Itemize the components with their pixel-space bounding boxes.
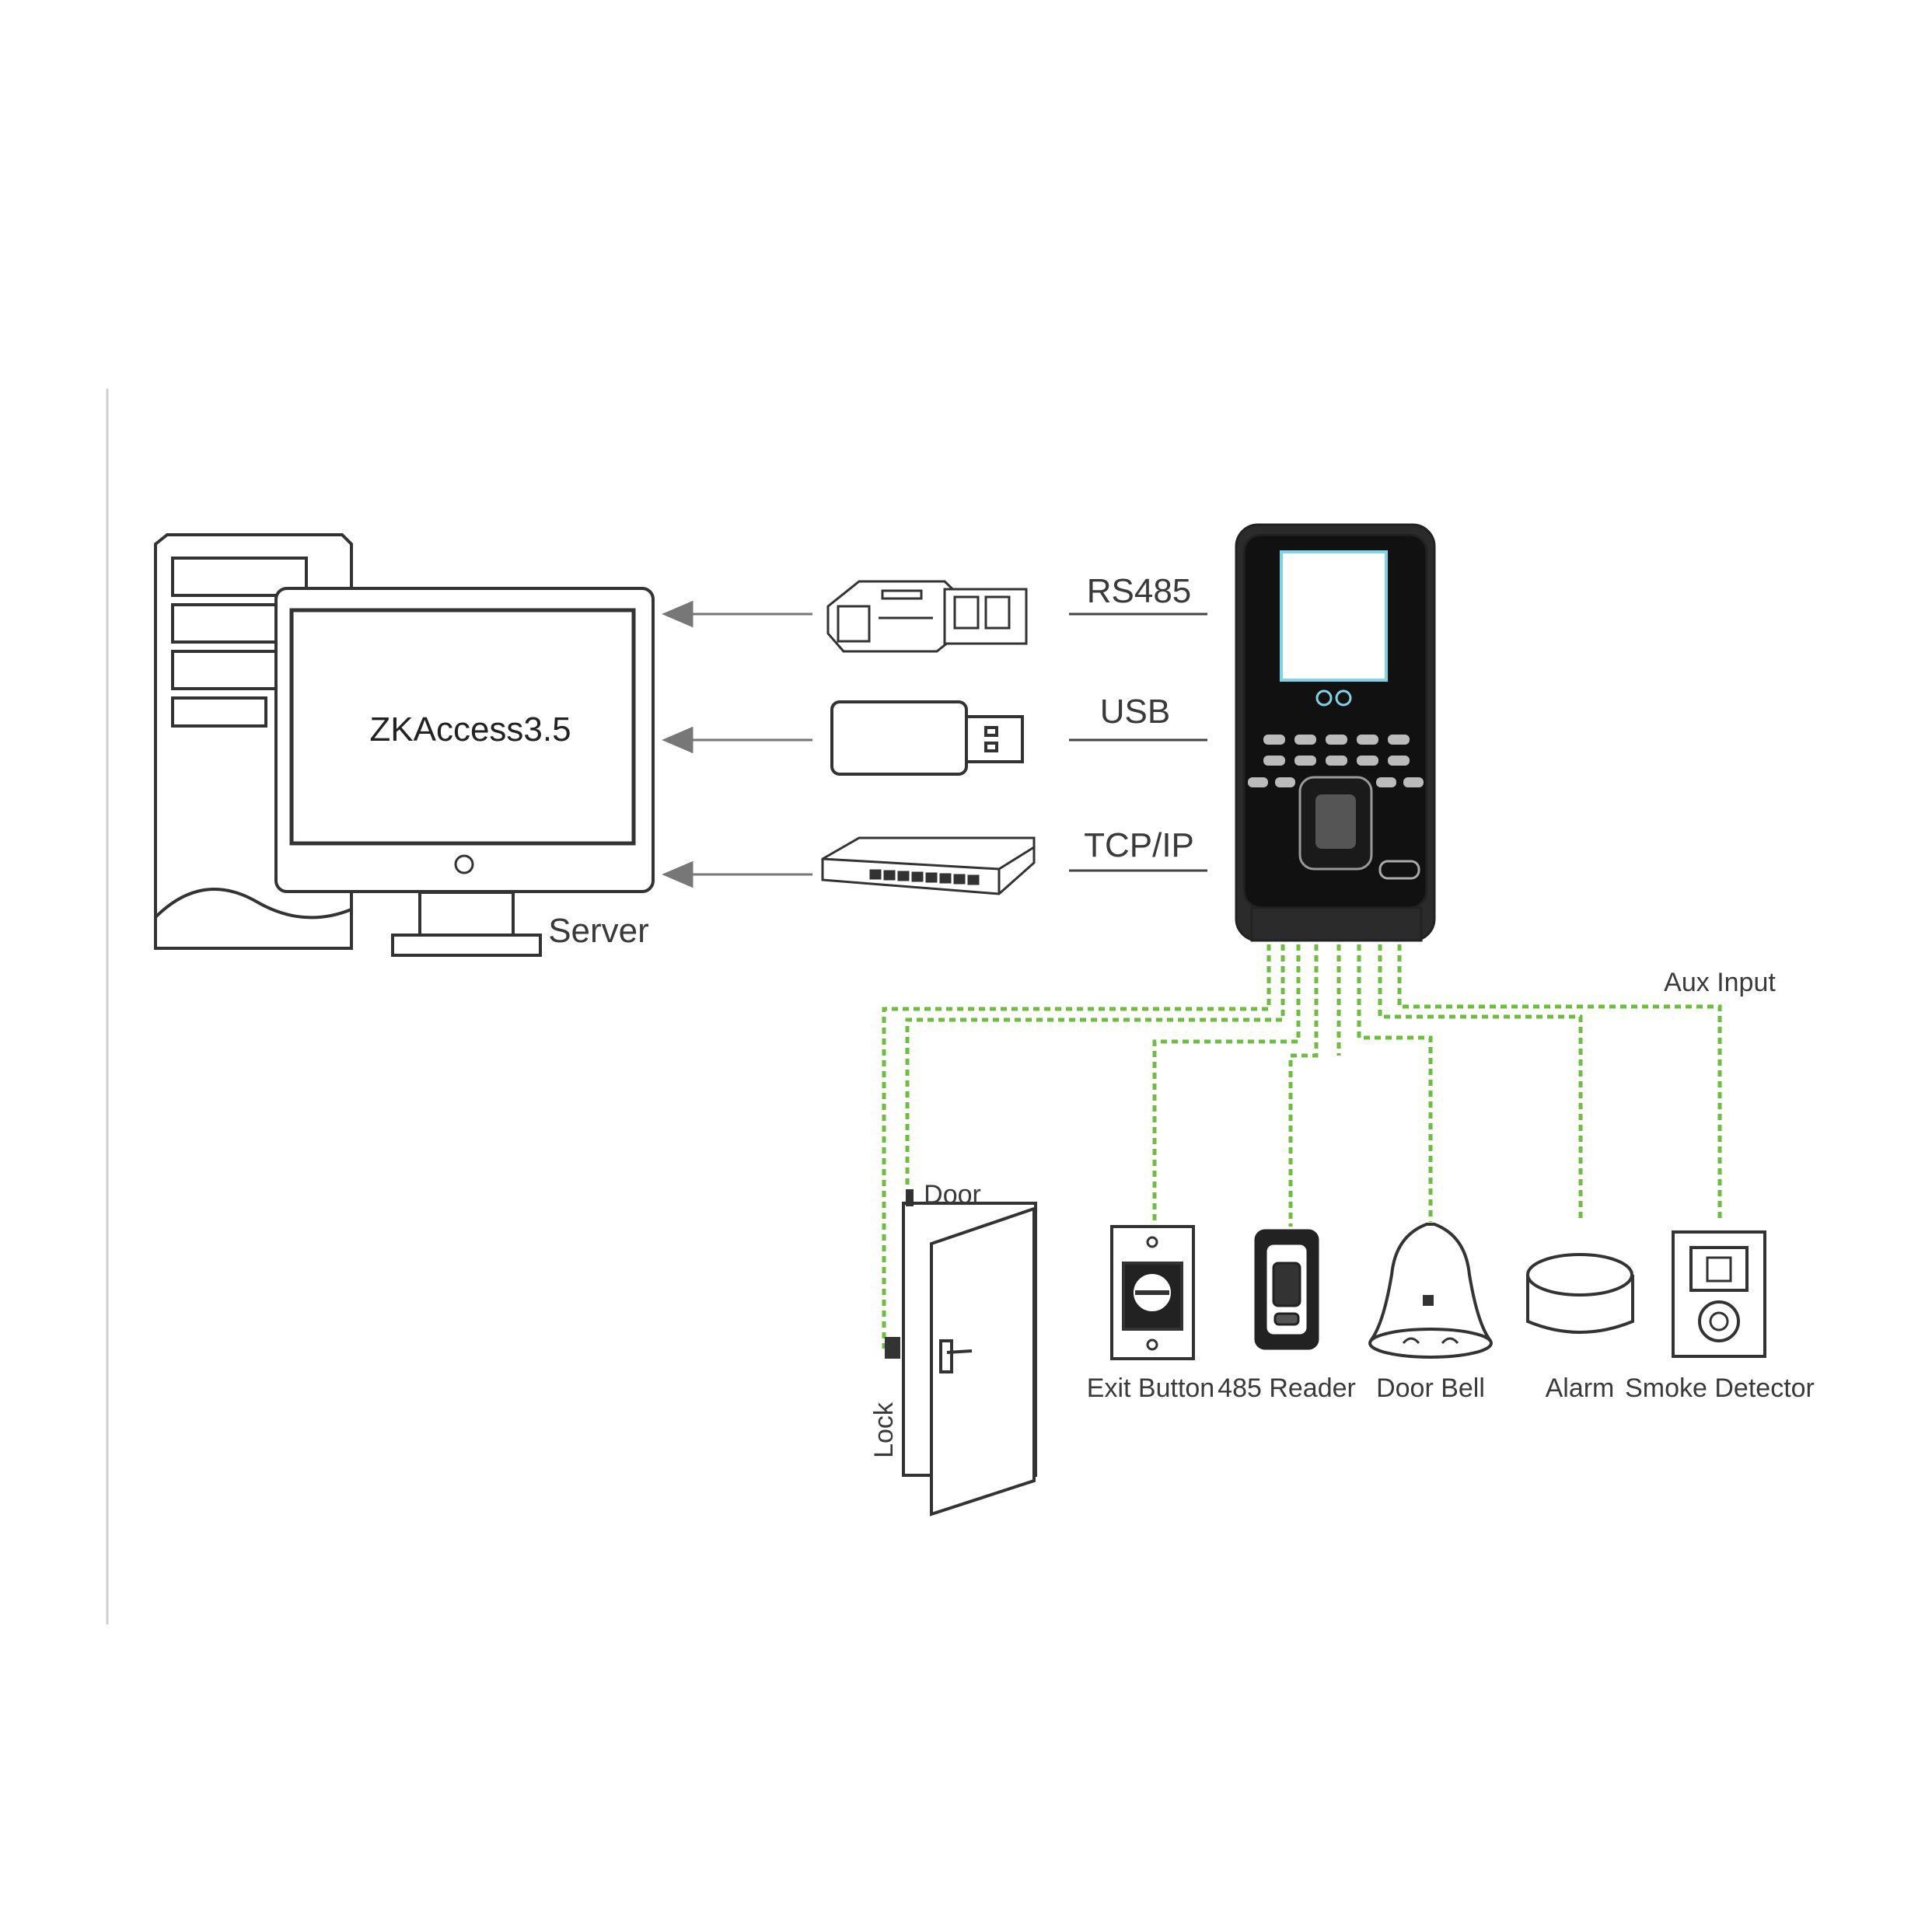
terminal-screen (1280, 550, 1388, 682)
power-button-icon (454, 854, 474, 874)
network-switch-icon (821, 836, 1036, 895)
connection-lines (1069, 613, 1207, 872)
label-door: Door (924, 1180, 981, 1209)
camera-icon (1335, 689, 1352, 707)
label-tcpip: TCP/IP (1084, 826, 1194, 864)
camera-icon (1315, 689, 1333, 707)
smoke-detector-icon (1672, 1230, 1766, 1358)
label-alarm: Alarm (1546, 1373, 1615, 1403)
access-terminal (1235, 523, 1436, 942)
alarm-icon (1526, 1253, 1634, 1334)
usb-dongle-icon (830, 700, 1024, 776)
arrow-head-usb (662, 726, 693, 754)
lock-block (885, 1337, 900, 1359)
wiring (882, 944, 1722, 1349)
label-rs485: RS485 (1087, 572, 1192, 610)
arrow-head-rs485 (662, 600, 693, 628)
label-lock: Lock (869, 1401, 899, 1458)
arrow-head-tcpip (662, 860, 693, 888)
software-name: ZKAccess3.5 (369, 710, 571, 749)
label-exit-button: Exit Button (1087, 1373, 1214, 1403)
rs485-converter-icon (826, 580, 1028, 653)
arrows (662, 600, 812, 888)
door-bell-icon (1368, 1223, 1493, 1359)
card-slot-icon (1378, 860, 1420, 880)
label-usb: USB (1100, 693, 1170, 731)
label-485-reader: 485 Reader (1218, 1373, 1356, 1403)
reader-485-icon (1254, 1229, 1319, 1350)
label-smoke-detector: Smoke Detector (1625, 1373, 1815, 1403)
exit-button-icon (1110, 1225, 1195, 1360)
monitor (274, 587, 655, 957)
server-label: Server (548, 912, 649, 950)
label-aux-input: Aux Input (1664, 968, 1776, 997)
label-door-bell: Door Bell (1376, 1373, 1485, 1403)
keypad (1248, 735, 1424, 787)
door-icon (885, 1189, 1037, 1516)
